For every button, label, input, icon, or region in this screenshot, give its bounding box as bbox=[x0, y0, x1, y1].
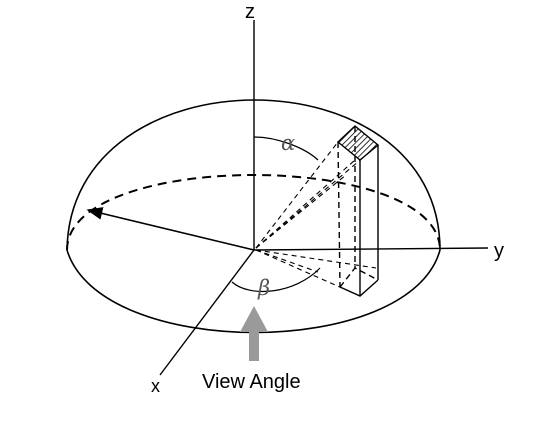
up-arrow-icon bbox=[240, 306, 268, 361]
beta-arc bbox=[231, 267, 321, 293]
y-axis bbox=[253, 247, 489, 251]
radius-arrow bbox=[86, 207, 255, 251]
beta-label: β bbox=[257, 276, 270, 300]
alpha-arc bbox=[253, 136, 319, 161]
x-axis bbox=[159, 249, 255, 376]
alpha-label: α bbox=[281, 131, 295, 155]
y-axis-label: y bbox=[494, 240, 504, 262]
column-box bbox=[336, 125, 380, 297]
x-axis-label: x bbox=[151, 376, 160, 396]
view-angle-caption: View Angle bbox=[202, 371, 301, 393]
z-axis-label: z bbox=[245, 1, 255, 23]
